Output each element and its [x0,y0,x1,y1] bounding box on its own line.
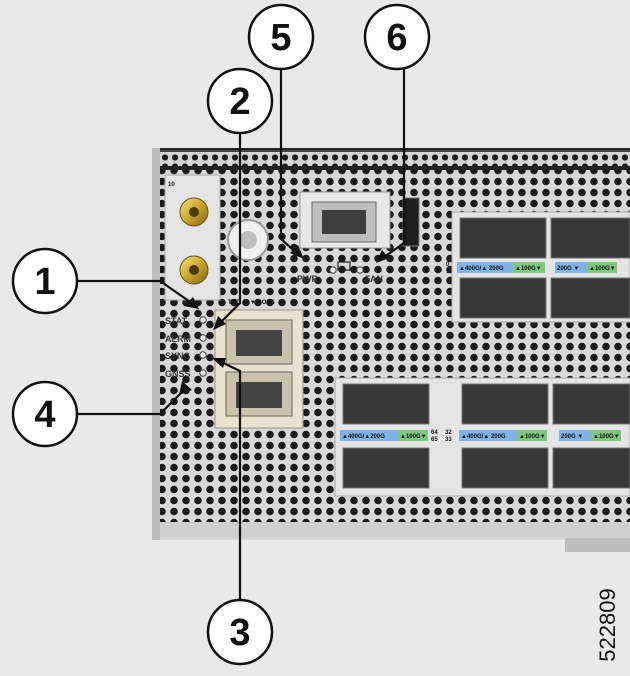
svg-text:2: 2 [229,81,250,123]
svg-text:FAN: FAN [365,274,383,284]
qsfp-bottom-block: ▲400G/▲200G ▲100G▼ 64 65 32 33 ▲400G/▲ 2… [334,377,630,497]
svg-text:▲100G▼: ▲100G▼ [515,266,542,272]
callout-4: 4 [11,380,79,448]
svg-text:10: 10 [168,182,175,188]
svg-text:▲100G▼: ▲100G▼ [593,434,620,440]
svg-text:3: 3 [229,612,250,654]
leader-line-1 [78,279,197,307]
svg-text:SYNC: SYNC [165,351,191,361]
qsfp-top-block: ▲400G/▲ 200G ▲100G▼ 200G ▼ ▲100G▼ 0 1 [446,211,630,323]
callout-6: 6 [363,3,431,71]
alrm-led [199,334,207,342]
svg-text:4: 4 [34,394,55,436]
svg-text:PWR: PWR [297,274,318,284]
figure-id: 522809 [588,580,628,670]
badge-mid-row: ▲400G/▲ 200G ▲100G▼ [459,430,547,441]
svg-text:6: 6 [386,17,407,59]
sma-connector-bottom [179,255,209,285]
svg-text:65: 65 [431,437,438,443]
svg-text:1: 1 [34,261,55,303]
leader-line-4 [78,390,184,416]
arrowhead-1 [184,297,199,309]
bnc-connector [227,219,269,261]
badge-left-row: ▲400G/▲200G ▲100G▼ [340,430,428,441]
fan-led-area: FAN [337,261,383,284]
arrowhead-6 [376,250,389,263]
figure-id-text: 522809 [595,588,620,662]
svg-text:33: 33 [445,437,452,443]
svg-text:64: 64 [431,430,438,436]
svg-text:5: 5 [270,17,291,59]
arrowhead-4 [179,381,192,395]
sma-connector-top [179,197,209,227]
stat-led [199,316,207,324]
callout-2: 2 [206,67,274,135]
led-label-stat: STAT [165,316,207,326]
callout-1: 1 [11,247,79,315]
callout-5: 5 [247,3,315,71]
svg-text:▲400G/▲ 200G: ▲400G/▲ 200G [459,266,504,272]
svg-text:32: 32 [445,430,452,436]
pwr-led [329,266,337,274]
svg-text:STAT: STAT [165,316,188,326]
sync-led [199,351,207,359]
led-label-gnss: GNSS [165,369,207,379]
led-label-alrm: ALRM [165,334,207,344]
pwr-led-area: PWR [297,266,337,284]
badge-right-row: 200G ▼ ▲100G▼ [559,430,621,441]
svg-text:▲100G▼: ▲100G▼ [519,434,546,440]
svg-text:▲100G▼: ▲100G▼ [400,434,427,440]
badge-top-mid: ▲400G/▲ 200G ▲100G▼ [457,262,545,273]
svg-text:TOD ▲ ▼ CONS: TOD ▲ ▼ CONS [228,300,275,306]
mgmt-port [299,191,391,249]
svg-text:0: 0 [446,262,450,268]
arrowhead-2 [213,316,226,330]
usb-port [402,197,420,247]
svg-text:1: 1 [446,269,450,275]
leader-line-3 [218,360,242,600]
leader-line-2 [216,132,242,327]
leader-line-6 [379,68,406,261]
svg-text:▲400G/▲200G: ▲400G/▲200G [342,434,385,440]
arrowhead-5 [290,245,304,259]
svg-text:200G ▼: 200G ▼ [561,434,583,440]
svg-text:GNSS: GNSS [165,369,191,379]
svg-text:▲100G▼: ▲100G▼ [589,266,616,272]
arrowhead-3 [212,358,226,368]
tod-cons-ports: TOD ▲ ▼ CONS [214,300,304,429]
svg-text:ALRM: ALRM [165,334,191,344]
badge-top-right: 200G ▼ ▲100G▼ [555,262,617,273]
fan-led [356,266,364,274]
led-label-sync: SYNC [165,351,207,361]
gnss-led [199,369,207,377]
svg-text:▲400G/▲ 200G: ▲400G/▲ 200G [461,434,506,440]
callout-3: 3 [206,598,274,666]
svg-text:200G ▼: 200G ▼ [557,266,579,272]
top-vent [160,152,630,166]
arrowheads [179,245,389,395]
